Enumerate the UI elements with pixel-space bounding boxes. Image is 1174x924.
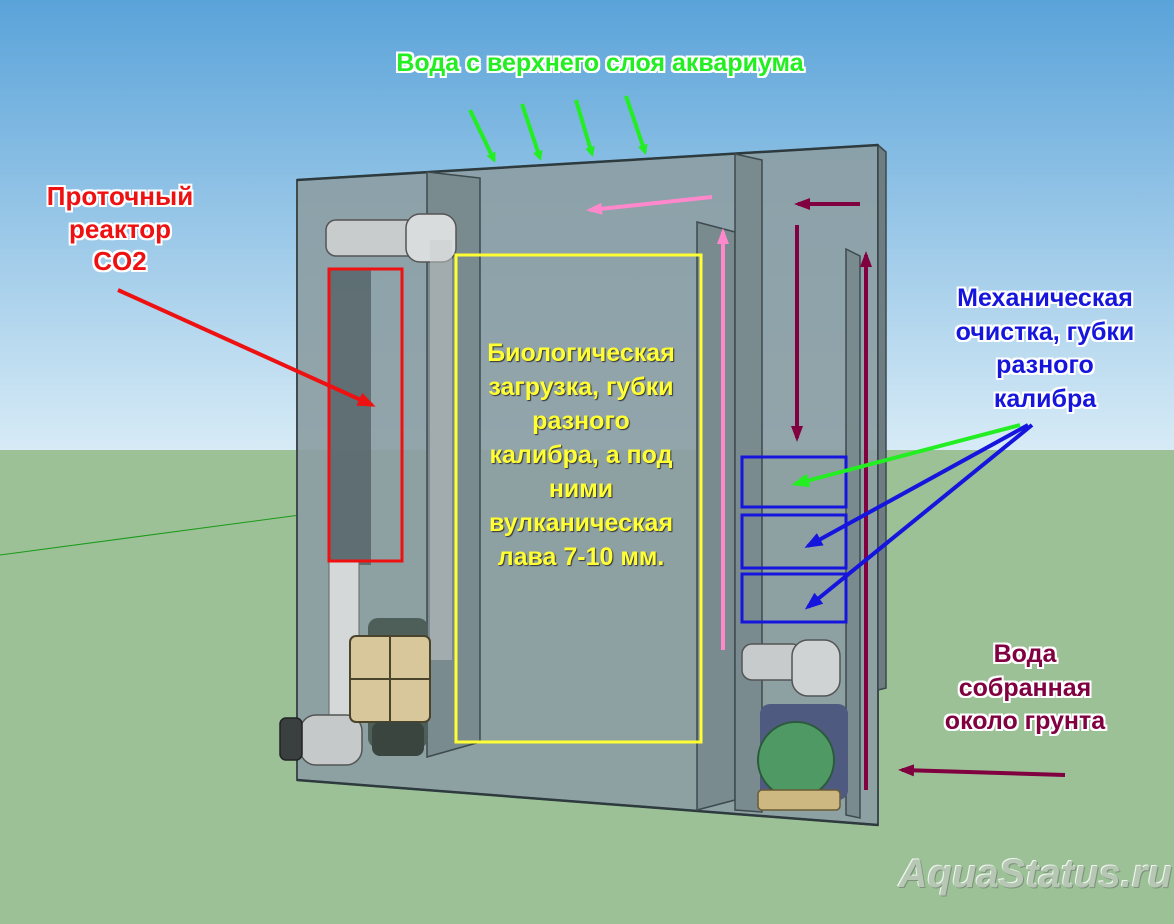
mech-line: Механическая	[957, 284, 1133, 312]
tank-top-edge	[296, 143, 879, 182]
mech-pointer-blue-1	[804, 423, 1029, 548]
bottom-line: Вода	[993, 640, 1057, 668]
co2-reactor-tube	[329, 270, 371, 565]
bio-line: разного	[532, 407, 630, 435]
watermark: AquaStatus.ru	[898, 852, 1172, 896]
mech-line: калибра	[993, 384, 1097, 413]
label-top-water: Вода с верхнего слоя аквариума	[396, 49, 804, 77]
co2-reactor-highlight	[327, 267, 404, 563]
right-outlet-elbow	[791, 639, 841, 697]
co2-vertical-pipe	[430, 240, 452, 660]
inlet-connector	[279, 717, 303, 761]
tank-right-side	[877, 143, 887, 691]
sponge-box-1	[740, 455, 848, 509]
bio-line: вулканическая	[488, 509, 674, 537]
bottom-line: около грунта	[944, 707, 1106, 735]
co2-bottom-elbow	[299, 714, 363, 766]
bio-line: ними	[548, 475, 614, 503]
bio-line: лава 7-10 мм.	[497, 543, 665, 571]
right-pump-base	[757, 789, 841, 811]
right-pump-rotor	[757, 721, 835, 799]
sponge-box-2	[740, 513, 848, 570]
partition-4	[845, 247, 861, 819]
tank-bottom-edge	[296, 778, 879, 827]
co2-pointer-arrow	[117, 288, 376, 407]
co2-line: реактор	[69, 213, 171, 244]
bio-load-highlight	[454, 253, 703, 744]
label-mech-cleaning: Механическая очистка, губки разного кали…	[915, 282, 1174, 416]
sponge-box-3	[740, 572, 848, 624]
inflow-arrow-2	[520, 103, 543, 161]
label-co2-reactor: Проточный реактор CO2	[20, 180, 220, 278]
co2-line: CO2	[93, 246, 147, 276]
mech-line: разного	[996, 351, 1094, 379]
partition-3	[734, 153, 763, 813]
partition-2	[696, 221, 736, 811]
label-bio-load: Биологическая загрузка, губки разного ка…	[462, 336, 700, 574]
left-pump-base	[372, 722, 424, 756]
mech-pointer-blue-2	[804, 423, 1034, 610]
flow-arrow-inlet-maroon	[898, 764, 1066, 777]
mech-pointer-green	[791, 423, 1021, 488]
inflow-arrow-3	[574, 99, 595, 157]
bio-line: загрузка, губки	[488, 373, 674, 401]
label-bottom-water: Вода собранная около грунта	[905, 638, 1145, 739]
mech-line: очистка, губки	[955, 317, 1135, 346]
horizon-axis-line	[0, 514, 301, 556]
bio-line: Биологическая	[487, 339, 675, 367]
flow-arrow-left-pink	[586, 195, 713, 215]
bio-line: калибра, а под	[489, 441, 673, 469]
inflow-arrow-4	[624, 95, 648, 155]
inflow-arrow-1	[468, 109, 496, 163]
bottom-line: собранная	[958, 673, 1092, 702]
co2-line: Проточный	[46, 181, 194, 211]
